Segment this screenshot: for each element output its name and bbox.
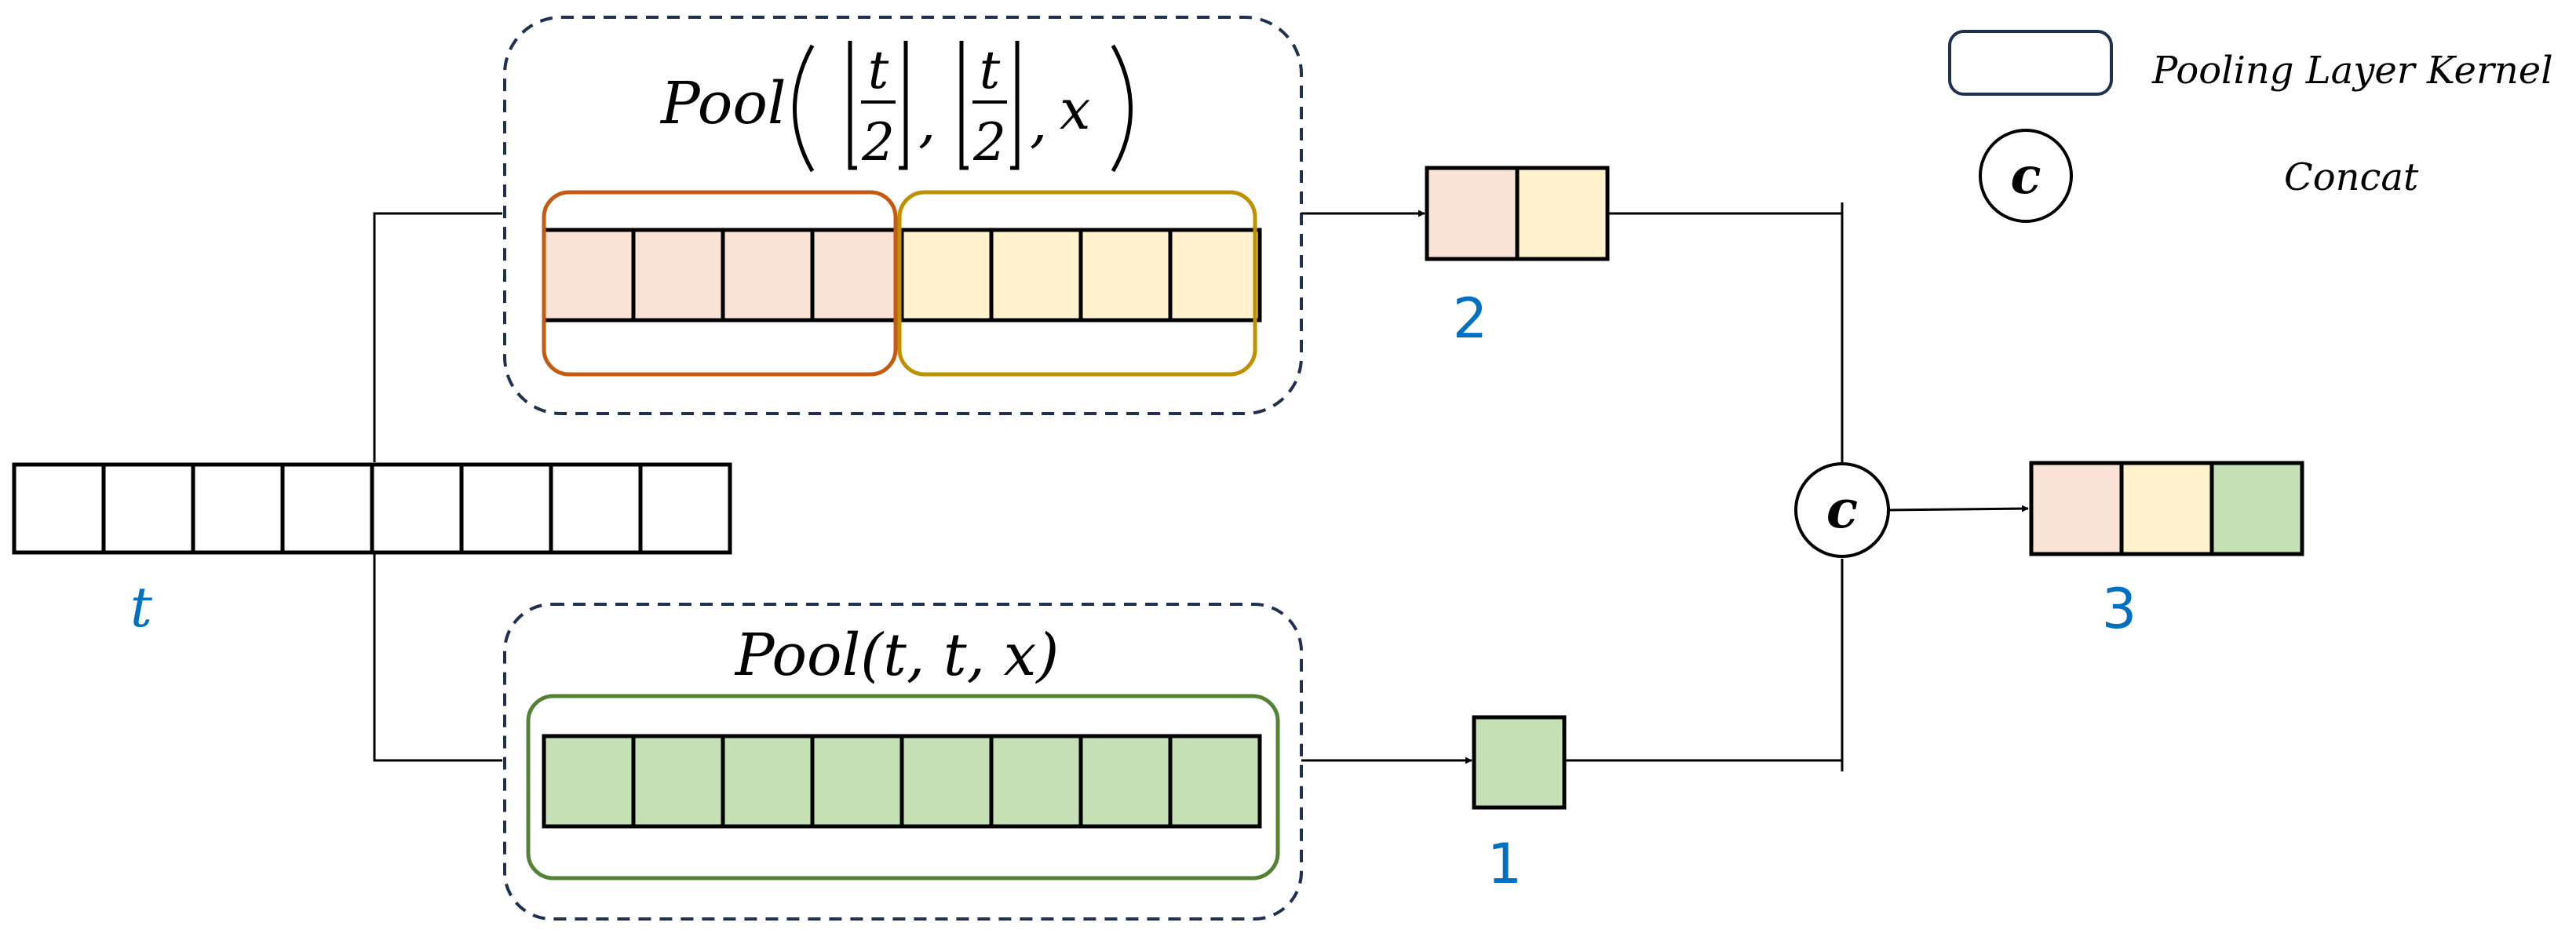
result-cell-2 bbox=[2119, 461, 2214, 556]
kernel-bottom-outline bbox=[526, 694, 1280, 880]
connector-to-bottom-branch bbox=[373, 552, 502, 762]
formula-left-paren bbox=[793, 44, 815, 173]
top-branch-cell-7 bbox=[1078, 228, 1173, 323]
floor-2-numerator: t bbox=[980, 40, 1001, 100]
input-cell-6 bbox=[459, 462, 553, 555]
top-branch-cell-1 bbox=[542, 228, 636, 323]
top-branch-cell-8 bbox=[1168, 228, 1262, 323]
kernel-left-outline bbox=[542, 190, 898, 377]
bottom-branch-cell-8 bbox=[1168, 734, 1262, 829]
legend-concat-label: Concat bbox=[2284, 155, 2419, 199]
bottom-branch-cell-4 bbox=[810, 734, 904, 829]
bottom-output-label: 1 bbox=[1487, 832, 1523, 896]
formula-last-arg: x bbox=[1060, 78, 1090, 142]
input-cell-2 bbox=[101, 462, 195, 555]
input-row bbox=[12, 462, 732, 555]
input-cell-1 bbox=[12, 462, 106, 555]
top-branch-container bbox=[503, 16, 1303, 415]
merge-connectors bbox=[1564, 202, 1844, 771]
input-label: t bbox=[130, 575, 153, 640]
top-branch-cell-6 bbox=[989, 228, 1083, 323]
bottom-output-block bbox=[1472, 715, 1567, 810]
floor-1-numerator: t bbox=[868, 40, 889, 100]
bottom-branch-cell-7 bbox=[1078, 734, 1173, 829]
bottom-branch-cell-1 bbox=[542, 734, 636, 829]
concat-node-symbol: c bbox=[1826, 479, 1858, 540]
result-label: 3 bbox=[2102, 577, 2137, 641]
bottom-branch-cells bbox=[542, 734, 1262, 829]
floor-bracket-2-right bbox=[1010, 41, 1020, 170]
input-cell-3 bbox=[191, 462, 285, 555]
bottom-branch-cell-6 bbox=[989, 734, 1083, 829]
top-output-label: 2 bbox=[1453, 286, 1488, 351]
connector-to-top-branch bbox=[373, 212, 502, 462]
floor-bracket-1-left bbox=[848, 41, 857, 170]
formula-prefix: Pool bbox=[659, 70, 786, 137]
bottom-branch-cell-3 bbox=[721, 734, 815, 829]
floor-bracket-1-right bbox=[899, 41, 908, 170]
top-branch-cell-3 bbox=[721, 228, 815, 323]
kernel-right-outline bbox=[897, 190, 1257, 377]
legend-kernel-swatch bbox=[1948, 30, 2113, 96]
formula-comma-2: , bbox=[1030, 90, 1047, 155]
bottom-output-cell-1 bbox=[1472, 715, 1567, 810]
merge-line-top bbox=[1607, 212, 1844, 465]
input-cell-7 bbox=[549, 462, 643, 555]
input-connectors bbox=[373, 212, 502, 762]
top-branch-cell-4 bbox=[810, 228, 904, 323]
bottom-branch-container bbox=[503, 603, 1303, 921]
bottom-branch-formula: Pool(t, t, x) bbox=[734, 622, 1060, 689]
top-output-block bbox=[1425, 166, 1610, 261]
top-branch-cell-5 bbox=[899, 228, 994, 323]
floor-1-denominator: 2 bbox=[861, 112, 895, 173]
formula-comma-1: , bbox=[918, 90, 936, 155]
result-block bbox=[2029, 461, 2304, 556]
result-cell-3 bbox=[2209, 461, 2304, 556]
formula-right-paren bbox=[1111, 44, 1133, 173]
concat-output-arrow bbox=[1888, 505, 2029, 512]
floor-2-denominator: 2 bbox=[972, 112, 1006, 173]
top-output-cell-2 bbox=[1515, 166, 1610, 261]
bottom-branch-cell-2 bbox=[631, 734, 725, 829]
top-branch-cells bbox=[542, 228, 1262, 323]
top-output-cell-1 bbox=[1425, 166, 1520, 261]
top-branch-formula: Pool t 2 , t 2 , x bbox=[659, 40, 1133, 173]
merge-line-bottom bbox=[1564, 559, 1844, 762]
bottom-branch-cell-5 bbox=[899, 734, 994, 829]
floor-bracket-2-left bbox=[959, 41, 969, 170]
legend: Pooling Layer Kernel c Concat bbox=[1948, 30, 2553, 223]
input-cell-8 bbox=[638, 462, 732, 555]
top-branch-cell-2 bbox=[631, 228, 725, 323]
input-cell-5 bbox=[370, 462, 464, 555]
input-cell-4 bbox=[280, 462, 374, 555]
legend-concat-symbol: c bbox=[2011, 147, 2041, 206]
legend-kernel-label: Pooling Layer Kernel bbox=[2151, 49, 2553, 93]
legend-concat-icon bbox=[1979, 129, 2073, 223]
result-cell-1 bbox=[2029, 461, 2124, 556]
